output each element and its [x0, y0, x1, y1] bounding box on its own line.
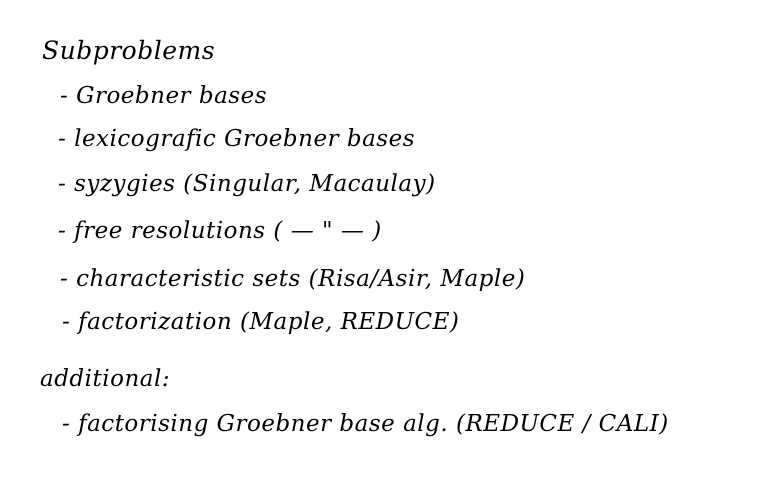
- note-title: Subproblems: [42, 36, 216, 65]
- list-item: - factorization (Maple, REDUCE): [62, 309, 460, 335]
- list-item: - lexicografic Groebner bases: [58, 126, 416, 152]
- list-item: - free resolutions ( — " — ): [58, 218, 382, 244]
- additional-heading: additional:: [40, 366, 171, 392]
- list-item: - Groebner bases: [60, 83, 268, 109]
- list-item: - factorising Groebner base alg. (REDUCE…: [62, 411, 669, 437]
- list-item: - syzygies (Singular, Macaulay): [58, 171, 436, 197]
- list-item: - characteristic sets (Risa/Asir, Maple): [60, 266, 526, 292]
